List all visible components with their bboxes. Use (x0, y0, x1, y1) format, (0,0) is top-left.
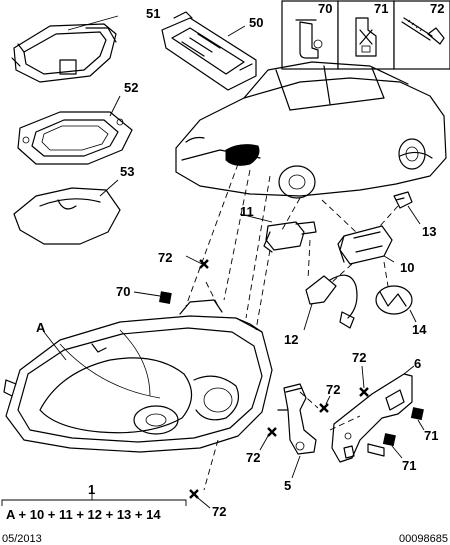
callout-11: 11 (240, 204, 254, 219)
screw-marker-72-c (319, 395, 331, 413)
callout-12: 12 (284, 332, 298, 347)
footer-reference: 00098685 (399, 533, 448, 545)
callout-13: 13 (422, 224, 436, 239)
callout-70-box: 70 (318, 1, 332, 16)
headlamp-assembly-A (3, 299, 273, 453)
part-13-bulb (393, 191, 421, 225)
hardware-box-70 (281, 0, 339, 70)
screw-marker-72-e (189, 489, 211, 509)
part-11-bulb (239, 213, 317, 253)
part-51-bracket (11, 15, 119, 83)
part-14-bulb (375, 285, 417, 323)
assembly-lines (185, 163, 399, 491)
callout-53: 53 (120, 164, 134, 179)
part-12-bulb-connector (303, 274, 358, 331)
callout-72-d: 72 (246, 450, 260, 465)
callout-71-a: 71 (424, 428, 438, 443)
callout-1: 1 (88, 482, 95, 497)
callout-10: 10 (400, 260, 414, 275)
callout-72-a: 72 (158, 250, 172, 265)
fastener-marker-71-a (410, 407, 425, 431)
part-50-module (161, 11, 257, 91)
footer-date: 05/2013 (2, 533, 42, 545)
screw-marker-72-b (359, 365, 369, 397)
callout-72-b: 72 (352, 350, 366, 365)
part-10-bulb (337, 225, 395, 265)
callout-72-c: 72 (326, 382, 340, 397)
callout-51: 51 (146, 6, 160, 21)
fastener-marker-71-b (382, 433, 403, 459)
fastener-marker-70 (133, 291, 172, 304)
callout-14: 14 (412, 322, 427, 337)
hardware-box-72 (393, 0, 450, 70)
callout-71-b: 71 (402, 458, 416, 473)
callout-71-box: 71 (374, 1, 388, 16)
part-5-bracket (277, 383, 317, 479)
part-53-cover (13, 179, 121, 245)
screw-marker-72-d (259, 427, 277, 451)
callout-6: 6 (414, 356, 421, 371)
screw-marker-72-a (185, 255, 209, 269)
assembly-bracket (1, 494, 187, 506)
callout-50: 50 (249, 15, 263, 30)
callout-72-e: 72 (212, 504, 226, 519)
callout-52: 52 (124, 80, 138, 95)
callout-70: 70 (116, 284, 130, 299)
callout-A: A (36, 320, 46, 335)
part-6-bracket (331, 365, 415, 463)
assembly-formula: A + 10 + 11 + 12 + 13 + 14 (6, 507, 161, 522)
callout-72-box: 72 (430, 1, 444, 16)
car-illustration (175, 61, 447, 199)
part-52-frame (17, 95, 133, 165)
callout-5: 5 (284, 478, 291, 493)
